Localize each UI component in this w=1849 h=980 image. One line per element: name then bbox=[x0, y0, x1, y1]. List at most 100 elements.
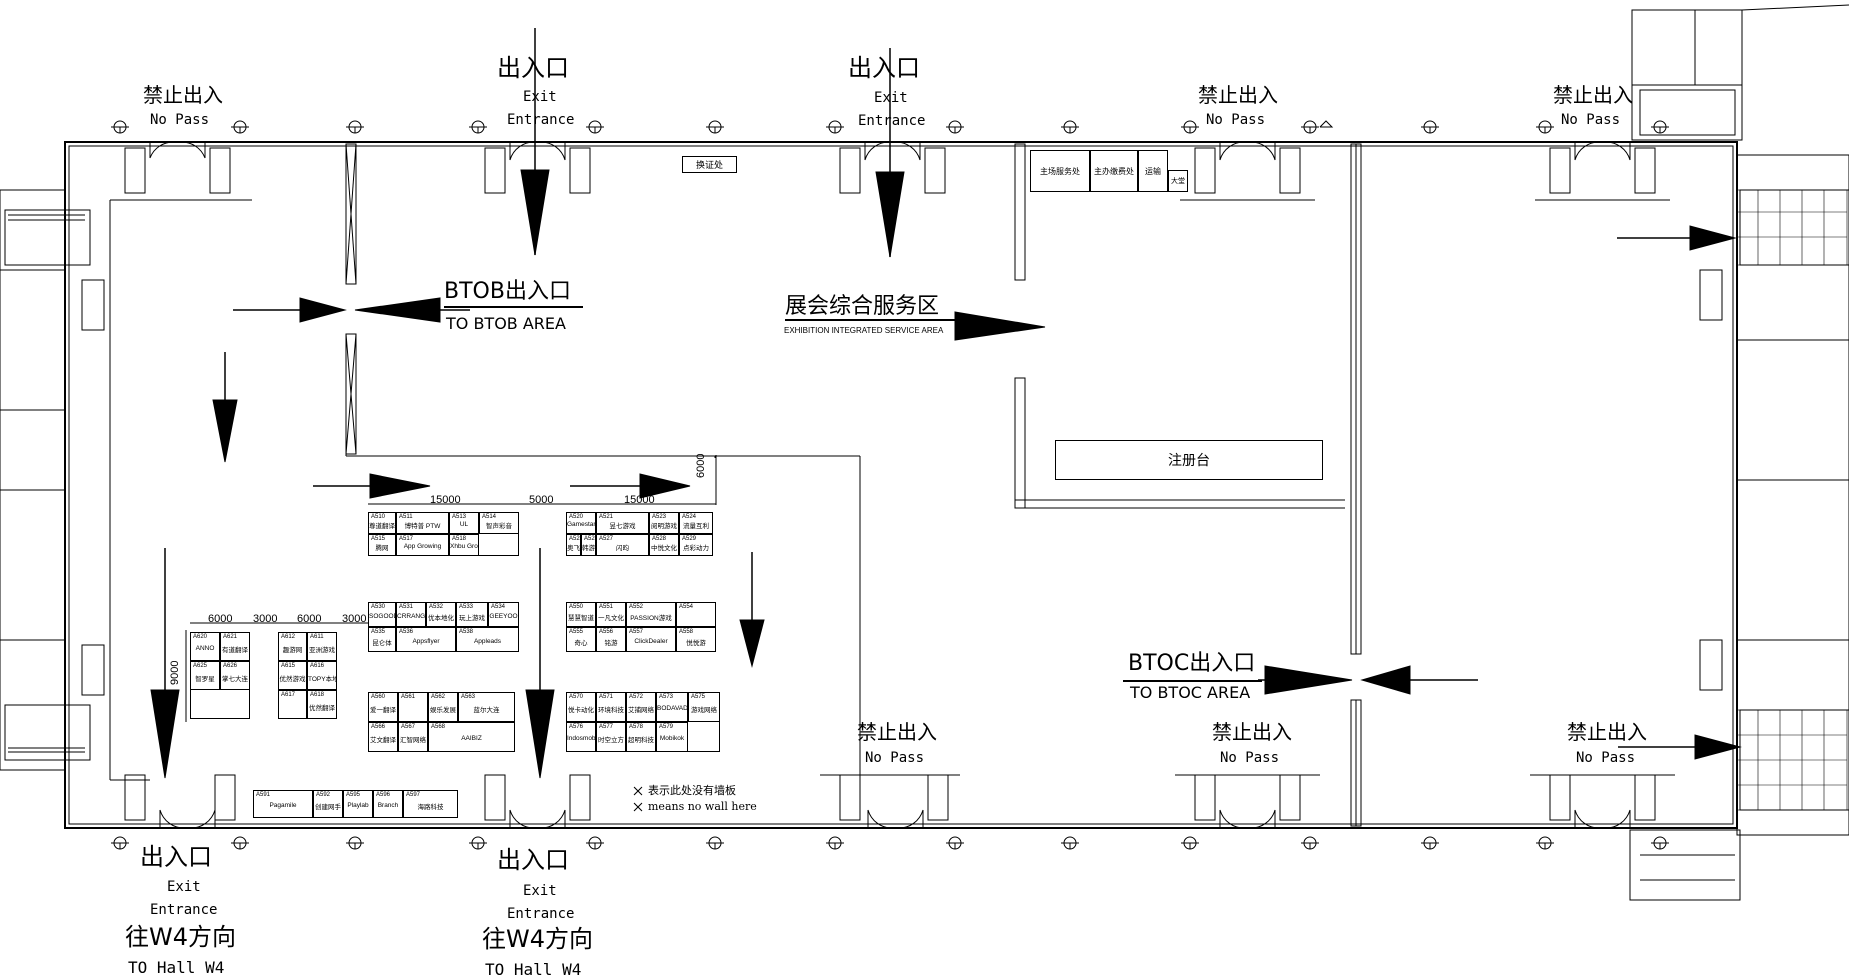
booth-id: A626 bbox=[223, 663, 238, 669]
booth-name: 尊道翻译 bbox=[369, 523, 395, 530]
btob-title-en: TO BTOB AREA bbox=[446, 314, 566, 333]
booth-id: A531 bbox=[399, 604, 414, 610]
booth-name: TOPY本地化 bbox=[308, 675, 336, 683]
booth-A616[interactable]: A616TOPY本地化 bbox=[307, 661, 337, 690]
booth-A625[interactable]: A625 智罗星 bbox=[190, 661, 220, 690]
booth-id: A517 bbox=[399, 536, 414, 542]
registration-label: 注册台 bbox=[1168, 452, 1210, 468]
service-room-4: 大堂 bbox=[1168, 170, 1188, 192]
booth-id: A556 bbox=[599, 629, 614, 635]
booth-name: Gamestar bbox=[567, 520, 595, 528]
booth-id: A625 bbox=[193, 663, 208, 669]
partitions bbox=[345, 143, 1362, 827]
booth-name: 昆仑体 bbox=[372, 639, 392, 647]
booth-A554[interactable]: A554 bbox=[676, 602, 716, 627]
booth-id: A615 bbox=[281, 663, 296, 669]
booth-A611[interactable]: A611 亚洲游戏 bbox=[307, 632, 337, 661]
booth-id: A620 bbox=[193, 634, 208, 640]
booth-A561[interactable]: A561 bbox=[398, 692, 428, 722]
booth-A578[interactable]: A578 超明科技 bbox=[626, 722, 656, 752]
booth-A525[interactable]: A525奥飞纳博 bbox=[566, 534, 583, 556]
booth-name: 点彩动力 bbox=[683, 545, 709, 552]
booth-id: A521 bbox=[599, 514, 614, 520]
booth-name: 超明科技 bbox=[628, 737, 654, 744]
btob-title-cn: BTOB出入口 bbox=[444, 279, 571, 304]
nopass-top-3-en: No Pass bbox=[1561, 112, 1621, 128]
dim-3000-b: 3000 bbox=[342, 613, 367, 625]
booth-A530[interactable]: A530SOGOOD bbox=[368, 602, 396, 627]
booth-id: A523 bbox=[652, 514, 667, 520]
nopass-top-1-en: No Pass bbox=[150, 112, 210, 128]
booth-name: ANNO bbox=[195, 644, 215, 652]
booth-A526[interactable]: A526韩游翻译 bbox=[581, 534, 598, 556]
booth-A617[interactable]: A617 bbox=[278, 690, 307, 719]
booth-id: A578 bbox=[629, 724, 644, 730]
booth-name: 智罗星 bbox=[195, 675, 215, 683]
booth-id: A552 bbox=[629, 604, 644, 610]
booth-id: A611 bbox=[310, 634, 324, 640]
service-room-2-label: 主办缴费处 bbox=[1094, 166, 1134, 176]
dim-6000-vertical: 6000 bbox=[695, 453, 707, 478]
booth-id: A571 bbox=[599, 694, 614, 700]
booth-A531[interactable]: A531CRRANGE bbox=[396, 602, 426, 627]
booth-id: A532 bbox=[429, 604, 444, 610]
booth-id: A518 bbox=[452, 536, 467, 542]
booth-A573[interactable]: A573BODAVADO bbox=[656, 692, 688, 722]
nopass-bottom-2-en: No Pass bbox=[1220, 750, 1280, 766]
exit-bottom-1-en2: Entrance bbox=[150, 902, 218, 918]
booth-name: 亚洲游戏 bbox=[309, 646, 335, 654]
